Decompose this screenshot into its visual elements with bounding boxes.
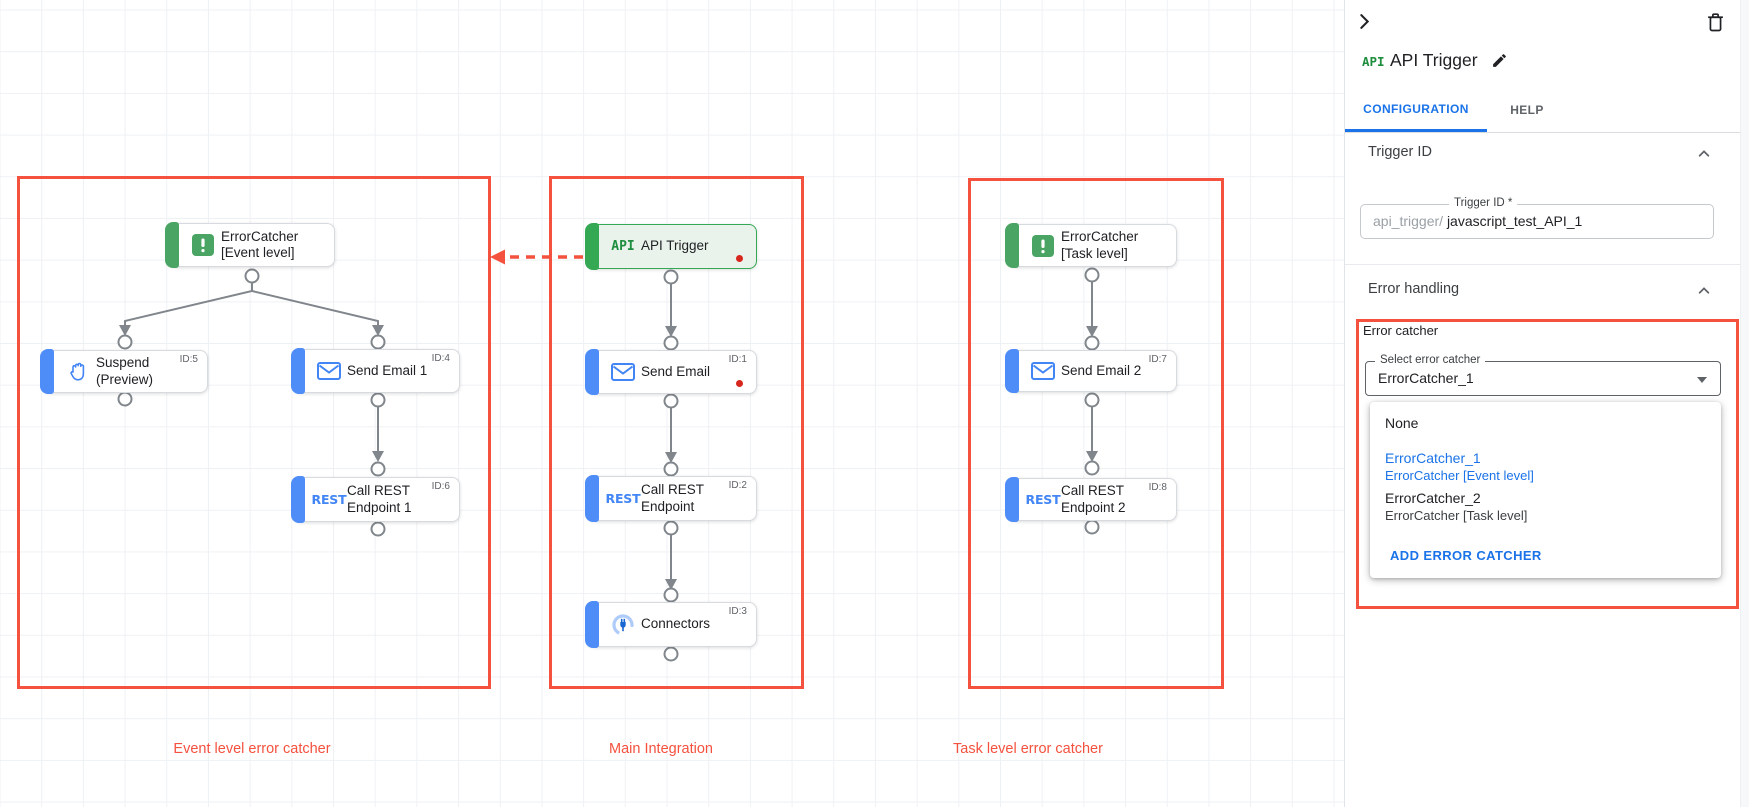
- node-accent-bar: [585, 349, 599, 395]
- node-label: Send Email 2: [1061, 362, 1142, 378]
- panel-title: API Trigger: [1390, 50, 1478, 70]
- node-errorcatcher-event[interactable]: ErrorCatcher[Event level]: [165, 222, 335, 268]
- node-suspend[interactable]: ID:5 Suspend(Preview): [40, 349, 208, 394]
- task-level-group-box: [968, 178, 1224, 689]
- api-logo-icon: API: [611, 239, 635, 254]
- tab-help[interactable]: HELP: [1510, 103, 1544, 117]
- trigger-id-field[interactable]: Trigger ID * api_trigger/ javascript_tes…: [1360, 197, 1714, 239]
- node-label: Connectors: [641, 616, 711, 632]
- trigger-id-field-label: Trigger ID *: [1449, 197, 1518, 209]
- node-accent-bar: [1005, 477, 1019, 522]
- email-icon: [1025, 362, 1061, 380]
- node-send-email-2[interactable]: ID:7 Send Email 2: [1005, 349, 1177, 393]
- error-handling-section-header: Error handling: [1368, 281, 1460, 297]
- node-label: Call REST: [347, 483, 411, 499]
- node-accent-bar: [585, 601, 599, 648]
- select-error-catcher-dropdown[interactable]: Select error catcher ErrorCatcher_1: [1365, 354, 1721, 396]
- menu-option-errorcatcher-1-desc[interactable]: ErrorCatcher [Event level]: [1385, 468, 1534, 483]
- menu-option-errorcatcher-2-desc[interactable]: ErrorCatcher [Task level]: [1385, 508, 1528, 523]
- panel-tabs: CONFIGURATION HELP: [1345, 88, 1749, 133]
- node-id-badge: ID:1: [728, 354, 747, 365]
- connectors-icon: [605, 613, 641, 637]
- node-id-badge: ID:8: [1148, 482, 1167, 493]
- main-integration-group-box: [549, 176, 804, 689]
- error-catcher-menu: None ErrorCatcher_1 ErrorCatcher [Event …: [1370, 402, 1721, 578]
- error-catcher-annotation-box: [1356, 319, 1739, 609]
- edit-title-pencil-icon[interactable]: [1491, 52, 1508, 72]
- node-id-badge: ID:2: [728, 480, 747, 491]
- task-level-group-label: Task level error catcher: [953, 741, 1103, 757]
- collapse-panel-chevron-icon[interactable]: [1356, 13, 1373, 33]
- error-exclamation-icon: [1025, 234, 1061, 257]
- node-label-2: Endpoint 1: [347, 499, 412, 515]
- node-label-2: Endpoint: [641, 498, 695, 514]
- node-id-badge: ID:7: [1148, 354, 1167, 365]
- add-error-catcher-button[interactable]: ADD ERROR CATCHER: [1390, 548, 1542, 563]
- rest-logo-icon: REST: [1025, 492, 1061, 507]
- node-api-trigger[interactable]: API API Trigger: [585, 223, 757, 270]
- node-label-2: [Event level]: [221, 245, 295, 260]
- node-accent-bar: [40, 349, 54, 394]
- error-catcher-group-label: Error catcher: [1363, 323, 1439, 338]
- node-accent-bar: [291, 348, 305, 394]
- event-level-group-label: Event level error catcher: [173, 741, 331, 757]
- email-icon: [311, 362, 347, 380]
- collapse-error-handling-chevron-icon[interactable]: [1697, 284, 1711, 301]
- node-accent-bar: [585, 475, 599, 522]
- node-label: Send Email: [641, 363, 711, 379]
- rest-logo-icon: REST: [311, 492, 347, 507]
- node-id-badge: ID:3: [728, 606, 747, 617]
- trigger-id-prefix: api_trigger/: [1373, 213, 1444, 229]
- node-accent-bar: [1005, 349, 1019, 393]
- select-error-catcher-value: ErrorCatcher_1: [1378, 370, 1474, 386]
- node-send-email[interactable]: ID:1 Send Email: [585, 349, 757, 395]
- select-error-catcher-label: Select error catcher: [1375, 354, 1486, 366]
- hand-icon: [60, 361, 96, 383]
- menu-option-errorcatcher-1[interactable]: ErrorCatcher_1: [1385, 450, 1481, 466]
- node-id-badge: ID:6: [431, 481, 450, 492]
- main-integration-group-label: Main Integration: [609, 741, 713, 757]
- trigger-id-value[interactable]: javascript_test_API_1: [1446, 213, 1583, 229]
- panel-scrollbar[interactable]: [1740, 0, 1749, 807]
- collapse-trigger-id-chevron-icon[interactable]: [1697, 147, 1711, 164]
- node-send-email-1[interactable]: ID:4 Send Email 1: [291, 348, 460, 394]
- rest-logo-icon: REST: [605, 491, 641, 506]
- node-label-2: (Preview): [96, 371, 154, 387]
- node-label: Send Email 1: [347, 362, 428, 378]
- error-dot: [736, 380, 743, 387]
- menu-option-errorcatcher-2[interactable]: ErrorCatcher_2: [1385, 490, 1481, 506]
- node-connectors[interactable]: ID:3 Connectors: [585, 601, 757, 648]
- node-accent-bar: [165, 222, 179, 268]
- node-label-2: [Task level]: [1061, 245, 1128, 261]
- node-accent-bar: [291, 476, 305, 523]
- node-label: ErrorCatcher: [221, 228, 299, 244]
- error-dot: [736, 255, 743, 262]
- email-icon: [605, 363, 641, 381]
- node-label: Suspend: [96, 355, 150, 371]
- node-label-2: Endpoint 2: [1061, 499, 1126, 515]
- caret-down-icon: [1697, 377, 1707, 383]
- node-label: API Trigger: [641, 238, 709, 254]
- api-trigger-type-icon: API: [1362, 54, 1385, 69]
- trigger-id-section-header: Trigger ID: [1368, 144, 1432, 160]
- section-divider: [1345, 264, 1749, 265]
- node-label: Call REST: [1061, 483, 1125, 499]
- node-accent-bar: [1005, 223, 1019, 268]
- node-id-badge: ID:5: [179, 354, 198, 365]
- node-id-badge: ID:4: [431, 353, 450, 364]
- tab-configuration[interactable]: CONFIGURATION: [1345, 88, 1487, 132]
- node-label: ErrorCatcher: [1061, 229, 1139, 245]
- node-errorcatcher-task[interactable]: ErrorCatcher[Task level]: [1005, 223, 1177, 268]
- menu-option-none[interactable]: None: [1385, 415, 1419, 431]
- event-level-group-box: [17, 176, 491, 689]
- node-label: Call REST: [641, 482, 705, 498]
- node-accent-bar: [585, 223, 599, 270]
- delete-trigger-trash-icon[interactable]: [1707, 13, 1724, 35]
- integration-canvas[interactable]: ErrorCatcher[Event level] ID:5 Suspend(P…: [0, 0, 1344, 807]
- config-panel: API API Trigger CONFIGURATION HELP Trigg…: [1344, 0, 1749, 807]
- error-exclamation-icon: [185, 234, 221, 256]
